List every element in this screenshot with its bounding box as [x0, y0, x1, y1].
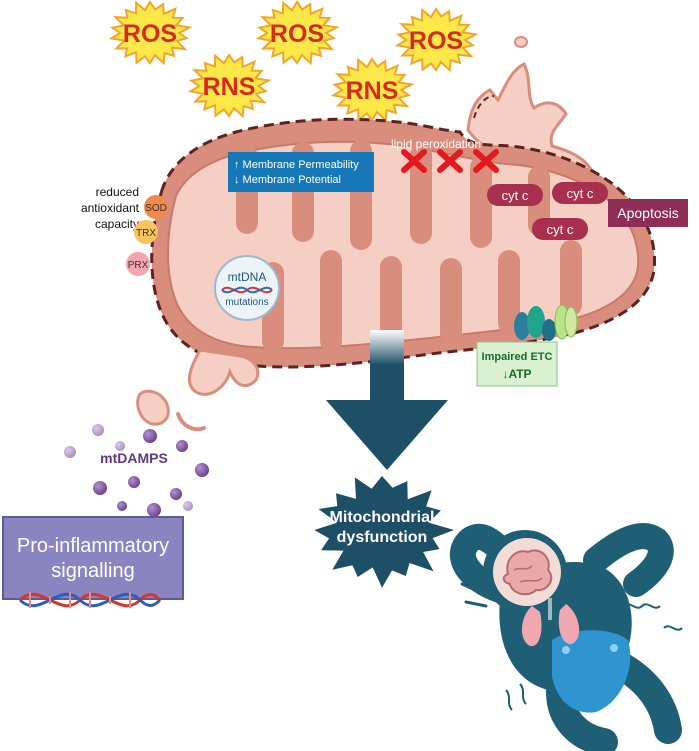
rns-label-2: RNS [346, 77, 399, 105]
apoptosis-label: Apoptosis [617, 205, 678, 221]
dysfunction-burst: Mitochondrial dysfunction [314, 476, 455, 588]
antioxidant-line-2: antioxidant [81, 201, 140, 215]
inflammation-line-2: signalling [51, 560, 134, 582]
sod-label: SOD [145, 203, 167, 214]
lipid-peroxidation-label: lipid peroxidation [391, 137, 481, 151]
ros-label-3: ROS [409, 27, 463, 55]
cytc-pill-3: cyt c [532, 218, 588, 240]
membrane-potential-text: ↓ Membrane Potential [234, 174, 341, 186]
mtdamp-particle [170, 488, 182, 500]
prx-label: PRX [128, 260, 149, 271]
dysfunction-line-2: dysfunction [337, 529, 428, 546]
mtdamp-particle [93, 481, 107, 495]
mtdamp-particle [128, 476, 140, 488]
trx-bead [134, 220, 158, 244]
membrane-permeability-text: ↑ Membrane Permeability [234, 159, 359, 171]
etc-complexes [514, 304, 578, 341]
membrane-status-box: ↑ Membrane Permeability ↓ Membrane Poten… [228, 152, 374, 192]
cytc-pill-1: cyt c [487, 184, 543, 206]
rns-label-1: RNS [203, 73, 256, 101]
dysfunction-burst-shape [314, 476, 455, 588]
antioxidant-line-3: capacity [95, 217, 139, 231]
mtdamps-label: mtDAMPS [100, 450, 168, 466]
etc-atp-label: ↓ATP [502, 367, 531, 381]
dna-helix-icon [18, 592, 162, 608]
cytc-label-2: cyt c [567, 186, 594, 201]
star-ros-2: ROS [255, 0, 340, 66]
inflammation-line-1: Pro-inflammatory [17, 535, 169, 557]
membrane-fragment-curl [176, 412, 206, 432]
star-rns-2: RNS [330, 57, 415, 123]
etc-impaired-label: Impaired ETC [482, 351, 553, 363]
down-arrow [326, 330, 448, 470]
star-burst-shape [187, 53, 272, 119]
star-ros-3: ROS [394, 7, 479, 73]
mtdamp-particle [92, 424, 104, 436]
cytc-label-3: cyt c [547, 222, 574, 237]
star-ros-1: ROS [108, 0, 193, 66]
antioxidant-group: reduced antioxidant capacity SOD TRX PRX [81, 185, 168, 276]
sod-bead [144, 195, 168, 219]
mtdna-strand-blue [221, 286, 273, 294]
membrane-fragment-edge [473, 95, 495, 119]
cytc-label-1: cyt c [502, 188, 529, 203]
mtdamp-particle [176, 440, 188, 452]
mtdna-mutations: mtDNA mutations [214, 255, 280, 321]
mtdamps-group: mtDAMPS [100, 450, 168, 466]
mtdamp-particle [117, 501, 127, 511]
ros-label-1: ROS [123, 20, 177, 48]
apoptosis-box: Apoptosis [608, 199, 688, 227]
star-burst-shape [255, 0, 340, 66]
trx-label: TRX [136, 228, 156, 239]
star-burst-shape [108, 0, 193, 66]
mtdamp-particle [183, 501, 193, 511]
mtdamp-particle [195, 463, 209, 477]
mtdna-label: mtDNA [228, 270, 267, 284]
mtdna-mutations-label: mutations [225, 297, 268, 308]
inflammation-box: Pro-inflammatory signalling [2, 516, 184, 600]
mtdamp-particle [115, 441, 125, 451]
mtdamp-particle [64, 446, 76, 458]
star-rns-1: RNS [187, 53, 272, 119]
ros-label-2: ROS [270, 20, 324, 48]
infant-figure-icon [449, 523, 683, 751]
mitochondrion: lipid peroxidation ↑ Membrane Permeabili… [136, 36, 657, 432]
membrane-fragment-small [514, 36, 528, 48]
dysfunction-line-1: Mitochondrial [330, 509, 435, 526]
cytc-pill-2: cyt c [552, 182, 608, 204]
cristae-bottom [262, 240, 582, 352]
lipid-damage-marks [401, 149, 499, 173]
membrane-fragment-piece [136, 389, 170, 426]
antioxidant-line-1: reduced [96, 185, 139, 199]
etc-status-box: Impaired ETC ↓ATP [476, 341, 558, 387]
mtdamp-particle [143, 429, 157, 443]
star-burst-shape [394, 7, 479, 73]
mtdamp-particle [147, 503, 161, 517]
prx-bead [126, 252, 150, 276]
membrane-fragment-bottom [187, 348, 260, 396]
mtdamps-particles [64, 424, 209, 517]
